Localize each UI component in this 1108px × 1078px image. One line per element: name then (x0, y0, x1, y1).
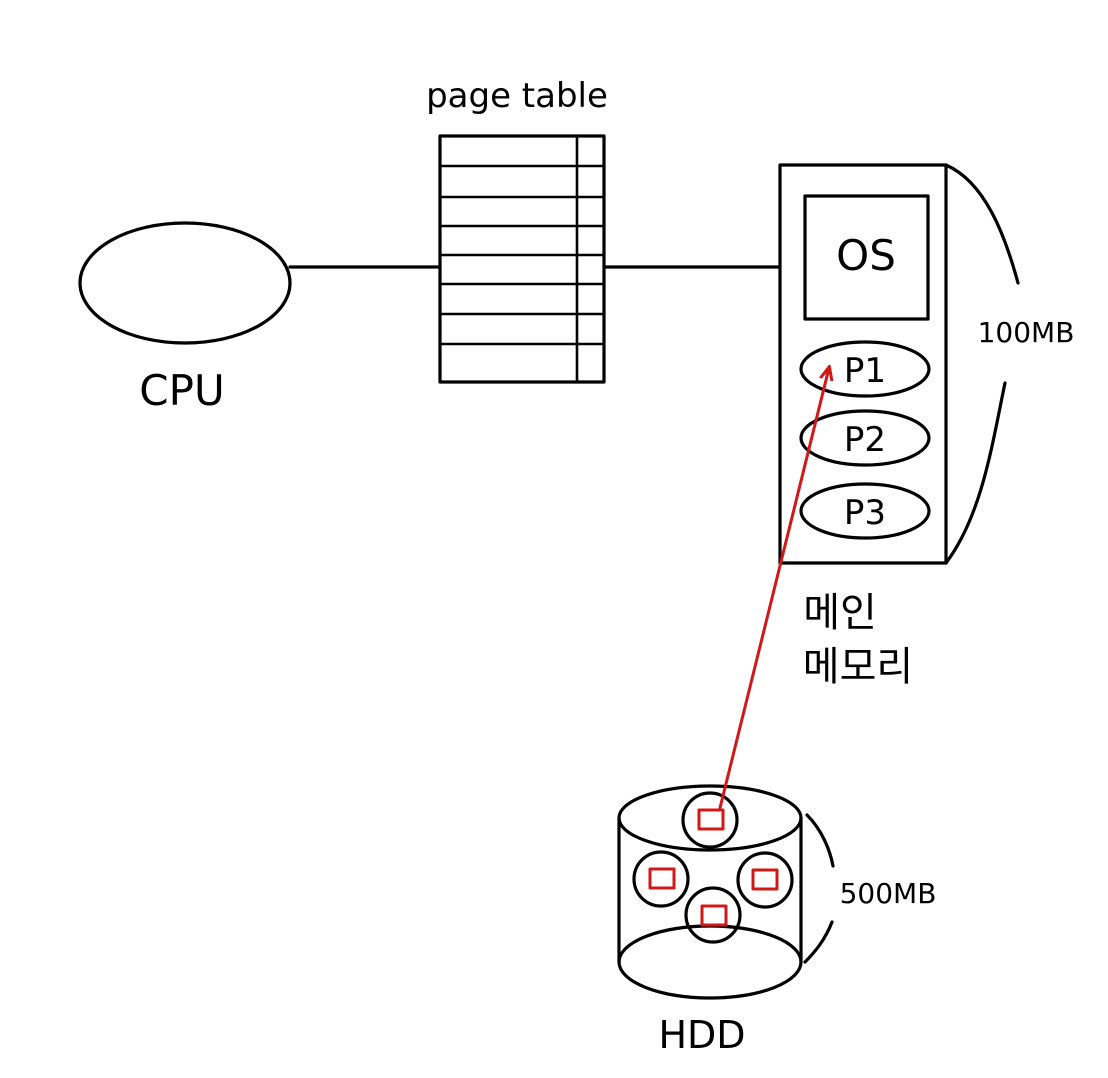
hdd-page-left (632, 850, 690, 908)
process-p2 (799, 409, 931, 467)
hdd-page-top (681, 791, 739, 849)
hdd-label: HDD (658, 1013, 745, 1057)
hdd-size-brace-top (805, 813, 835, 868)
process-p3-label: P3 (844, 493, 886, 533)
memory-size-label: 100MB (978, 316, 1075, 349)
os-region (803, 194, 930, 321)
page-table-rows (438, 164, 606, 346)
os-label: OS (836, 231, 896, 280)
page-table (438, 134, 606, 384)
hdd-size-brace-bottom (803, 920, 834, 964)
memory-size-brace-top (944, 163, 1020, 285)
hdd-page-right (736, 851, 794, 909)
hdd-cylinder (617, 784, 803, 1000)
process-p1 (799, 340, 931, 398)
cpu-node (78, 221, 292, 345)
main-memory-label-line2: 메모리 (803, 644, 913, 690)
hdd-page-bottom (684, 886, 742, 944)
process-p2-label: P2 (844, 420, 886, 460)
memory-size-brace-bottom (944, 381, 1007, 565)
page-table-label: page table (426, 76, 608, 116)
process-p3 (799, 482, 931, 540)
process-p1-label: P1 (844, 351, 886, 391)
main-memory-label-line1: 메인 (803, 590, 877, 636)
main-memory-block (778, 163, 948, 565)
cpu-label: CPU (139, 366, 224, 415)
page-load-arrow (718, 368, 829, 810)
hdd-size-label: 500MB (840, 877, 937, 910)
